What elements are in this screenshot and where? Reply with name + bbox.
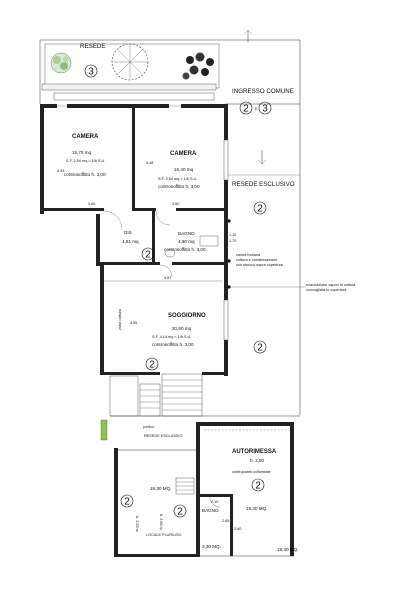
stairs — [109, 373, 203, 417]
dim-265: 2.65 — [222, 519, 229, 523]
tag-circle — [258, 101, 272, 115]
point-marker — [227, 219, 231, 223]
point-marker — [227, 259, 231, 263]
resede-esclusivo: RESEDE ESCLUSIVO 2 canna fumaria cottura… — [227, 40, 356, 415]
tag-two-soggiorno: 2 — [149, 360, 155, 371]
tag-circle — [145, 357, 159, 371]
room-sf: S.F. 2,84 mq = 1/6 S.U. — [158, 177, 197, 181]
room-name: BAGNO — [202, 508, 219, 513]
room-height: h. 2,80 — [250, 458, 264, 463]
room-name: CAMERA — [170, 151, 197, 157]
resede-top-label: RESEDE — [80, 43, 105, 50]
annot-canna2: cottura e condensazione — [236, 258, 277, 262]
room-sf: S.F. 4,14 mq = 1/6 S.U. — [152, 335, 191, 339]
tag-two-locale-right: 2 — [177, 507, 183, 518]
dim-360b: 3.60 — [172, 202, 179, 206]
room-soggiorno: 4.57 SOGGIORNO 20,80 mq S.F. 4,14 mq = 1… — [104, 276, 222, 371]
tag-circle — [253, 201, 267, 215]
tag-circle — [173, 504, 187, 518]
room-camera-2: CAMERA 16,40 mq S.F. 2,84 mq = 1/6 S.U. … — [146, 151, 200, 206]
annot-canna3: con sbocco sopra copertura — [236, 263, 284, 267]
tag-two-locale-left: 2 — [124, 497, 130, 508]
dim-457: 4.57 — [164, 276, 171, 280]
tag-circle — [141, 247, 155, 261]
room-area: 4,90 mq — [178, 239, 195, 244]
dim-260: 2.60 — [234, 527, 241, 531]
room-area: 19,30 MQ. — [246, 506, 267, 511]
room-dis: DIS. 4,81 mq 2 — [122, 230, 155, 261]
shrub-icon — [50, 52, 72, 74]
tag-two-right-big: 2 — [257, 343, 263, 354]
shrubs-icon — [182, 52, 214, 80]
room-ceiling: controsoffitto h. 3,00 — [152, 342, 194, 347]
room-area: 19,30 MQ. — [150, 486, 171, 491]
tag-three-ingresso: 3 — [262, 104, 268, 115]
resede-esclusivo-label: RESEDE ESCLUSIVO — [232, 181, 295, 188]
tag-circle — [253, 340, 267, 354]
annot-canna: canna fumaria — [236, 253, 261, 257]
room-height-2: h. 2,85 m — [159, 514, 163, 530]
room-ceiling: controsoffitto h. 3,00 — [164, 247, 206, 252]
green-marker — [100, 419, 108, 441]
tag-two-resede: 2 — [257, 204, 263, 215]
room-name: DIS. — [124, 230, 133, 235]
tag-three-top: 3 — [88, 67, 94, 78]
room-name: SOGGIORNO — [168, 313, 206, 319]
tag-two-dis: 2 — [145, 250, 151, 261]
tag-circle — [120, 494, 134, 508]
portico-label: portico — [143, 425, 154, 429]
annot-vapori2: convogliata in copertura — [306, 288, 347, 292]
dim-433: 4.33 — [57, 169, 64, 173]
tag-e: E — [255, 107, 258, 111]
dim-448: 4.48 — [146, 161, 153, 165]
tag-two-ingresso: 2 — [243, 104, 249, 115]
room-area: 16,40 mq — [174, 167, 194, 172]
dim-110: 1.10 — [229, 233, 236, 237]
tag-circle — [239, 101, 253, 115]
room-name: LOCALE PLURIUSO — [146, 533, 181, 537]
dim-360a: 3.60 — [88, 202, 95, 206]
room-area: 15,75 mq — [72, 150, 92, 155]
room-note: contropareti coibentate — [232, 470, 271, 474]
room-bagno-2: BAGNO 3,30 MQ. 2.10 2.60 2.65 — [202, 500, 241, 549]
room-autorimessa: AUTORIMESSA h. 2,80 contropareti coibent… — [232, 449, 298, 552]
room-locale-pluriuso: 19,30 MQ. LOCALE PLURIUSO h. 2,25 m h. 2… — [120, 486, 187, 537]
tag-two-auto: 2 — [255, 481, 261, 492]
tag-circle — [84, 64, 98, 78]
dim-170: 1.70 — [229, 239, 236, 243]
house-walls — [40, 104, 229, 376]
room-area: 4,81 mq — [122, 239, 139, 244]
zona-cottura-label: zona cottura — [118, 308, 122, 330]
resede-esclusivo-low-label: RESEDE ESCLUSIVO — [144, 434, 182, 438]
room-height: h. 2,25 m — [135, 516, 139, 532]
dim-210: 2.10 — [211, 500, 218, 504]
room-area: 20,80 mq — [172, 326, 192, 331]
room-ceiling: controsoffitto h. 3,00 — [158, 184, 200, 189]
lower-level: portico RESEDE ESCLUSIVO — [100, 415, 300, 557]
room-area: 3,30 MQ. — [202, 544, 221, 549]
room-name: BAGNO — [178, 231, 195, 236]
room-name: CAMERA — [72, 134, 99, 140]
tree-icon — [111, 43, 149, 81]
room-sf: S.F. 2,54 mq = 1/6 S.U. — [66, 159, 105, 163]
room-name: AUTORIMESSA — [232, 449, 277, 455]
annot-vapori: evacuazione vapori di cottura — [306, 283, 356, 287]
ingresso-comune-label: INGRESSO COMUNE — [232, 88, 294, 95]
room-ceiling: controsoffitto h. 3,00 — [64, 172, 106, 177]
room-bagno: BAGNO 4,90 mq controsoffitto h. 3,00 1.1… — [164, 231, 236, 252]
ingresso-comune: INGRESSO COMUNE 2 E 3 — [225, 88, 300, 165]
dim-455: 4.55 — [130, 321, 137, 325]
tag-circle — [251, 478, 265, 492]
room-camera-1: CAMERA 15,75 mq S.F. 2,54 mq = 1/6 S.U. … — [57, 134, 106, 206]
top-resede-area: RESEDE 3 — [39, 29, 300, 104]
area-bottom-right: 19,30 MQ. — [277, 547, 298, 552]
